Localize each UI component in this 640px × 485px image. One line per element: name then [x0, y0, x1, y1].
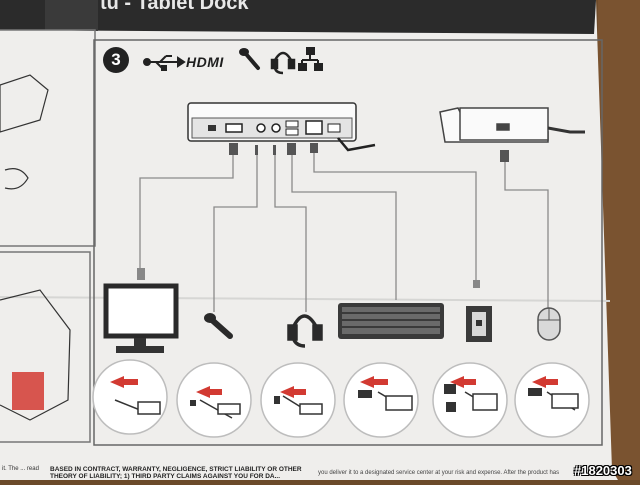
monitor	[103, 283, 179, 353]
header-band	[0, 0, 596, 34]
headset-device	[287, 314, 323, 348]
header-title-fragment: tu - Tablet Dock	[100, 0, 249, 14]
headset-icon	[270, 51, 296, 75]
dock-device	[187, 102, 376, 152]
mouse-device	[537, 307, 561, 341]
tablet-dock-side	[439, 107, 585, 162]
footer-left-text: it. The ... read	[2, 466, 39, 472]
microphone-device	[204, 313, 233, 339]
keyboard-device	[338, 303, 444, 339]
network-icon	[298, 47, 323, 71]
cable-lines	[139, 153, 549, 312]
usb-icon	[143, 55, 186, 71]
instruction-panel	[93, 39, 603, 446]
step-number-badge: 3	[103, 47, 129, 73]
connector-detail-circles	[92, 359, 590, 438]
microphone-icon	[239, 48, 260, 70]
red-insert-arrows	[110, 376, 558, 398]
photo-id-watermark: #1820303	[574, 463, 632, 478]
hdmi-icon: HDMI	[186, 54, 224, 70]
footer-right-text: you deliver it to a designated service c…	[318, 470, 560, 476]
left-panel-sketch	[0, 74, 71, 421]
ethernet-wall-jack	[466, 306, 492, 342]
footer-contract-text: BASED IN CONTRACT, WARRANTY, NEGLIGENCE,…	[50, 466, 302, 480]
